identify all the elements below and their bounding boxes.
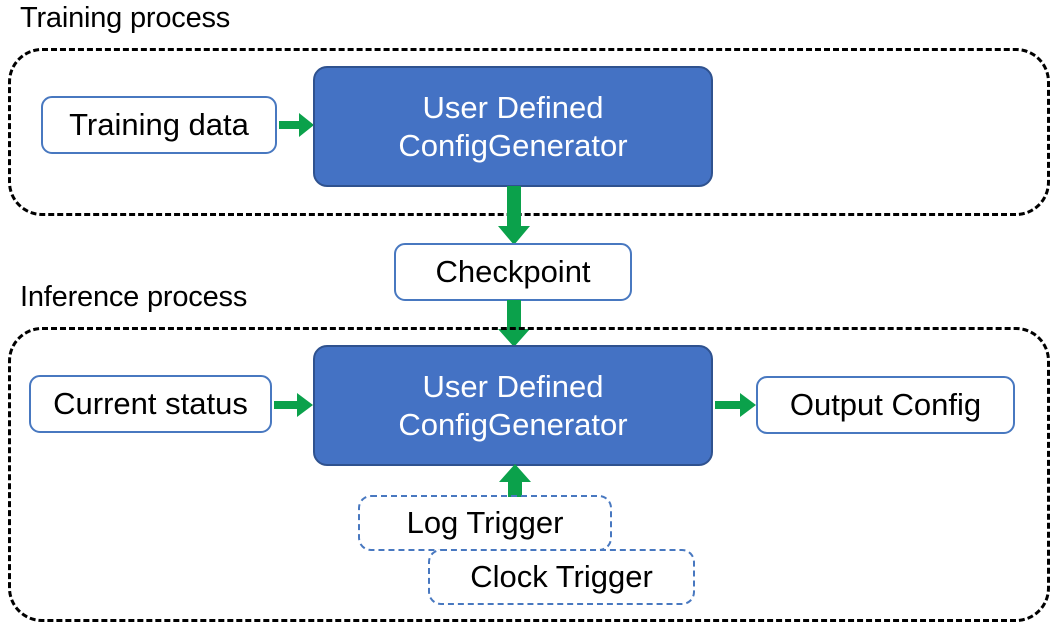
arrow-triggers-to-generator [498,464,532,498]
node-log-trigger[interactable]: Log Trigger [358,495,612,551]
node-clock-trigger[interactable]: Clock Trigger [428,549,695,605]
node-current-status[interactable]: Current status [29,375,272,433]
node-training-data[interactable]: Training data [41,96,277,154]
node-log-trigger-label: Log Trigger [406,505,564,541]
arrow-generator-to-checkpoint [497,186,531,246]
node-training-data-label: Training data [69,107,249,143]
node-train-config-generator[interactable]: User Defined ConfigGenerator [313,66,713,187]
node-output-config[interactable]: Output Config [756,376,1015,434]
arrow-training-data-to-generator [279,110,315,140]
node-inference-config-generator[interactable]: User Defined ConfigGenerator [313,345,713,466]
arrow-generator-to-output-config [715,390,757,420]
node-checkpoint[interactable]: Checkpoint [394,243,632,301]
node-checkpoint-label: Checkpoint [435,254,591,290]
training-process-container [8,48,1050,216]
node-train-config-generator-line1: User Defined [422,90,604,126]
arrow-checkpoint-to-inference-generator [497,300,531,348]
node-output-config-label: Output Config [789,387,982,423]
inference-process-container [8,327,1050,622]
node-inference-config-generator-line2: ConfigGenerator [398,406,628,442]
node-current-status-label: Current status [53,386,248,422]
node-train-config-generator-line2: ConfigGenerator [398,127,628,163]
node-inference-config-generator-line1: User Defined [422,369,604,405]
training-section-label: Training process [20,2,231,34]
node-clock-trigger-label: Clock Trigger [470,559,653,595]
arrow-current-status-to-generator [274,390,314,420]
inference-section-label: Inference process [20,281,248,313]
